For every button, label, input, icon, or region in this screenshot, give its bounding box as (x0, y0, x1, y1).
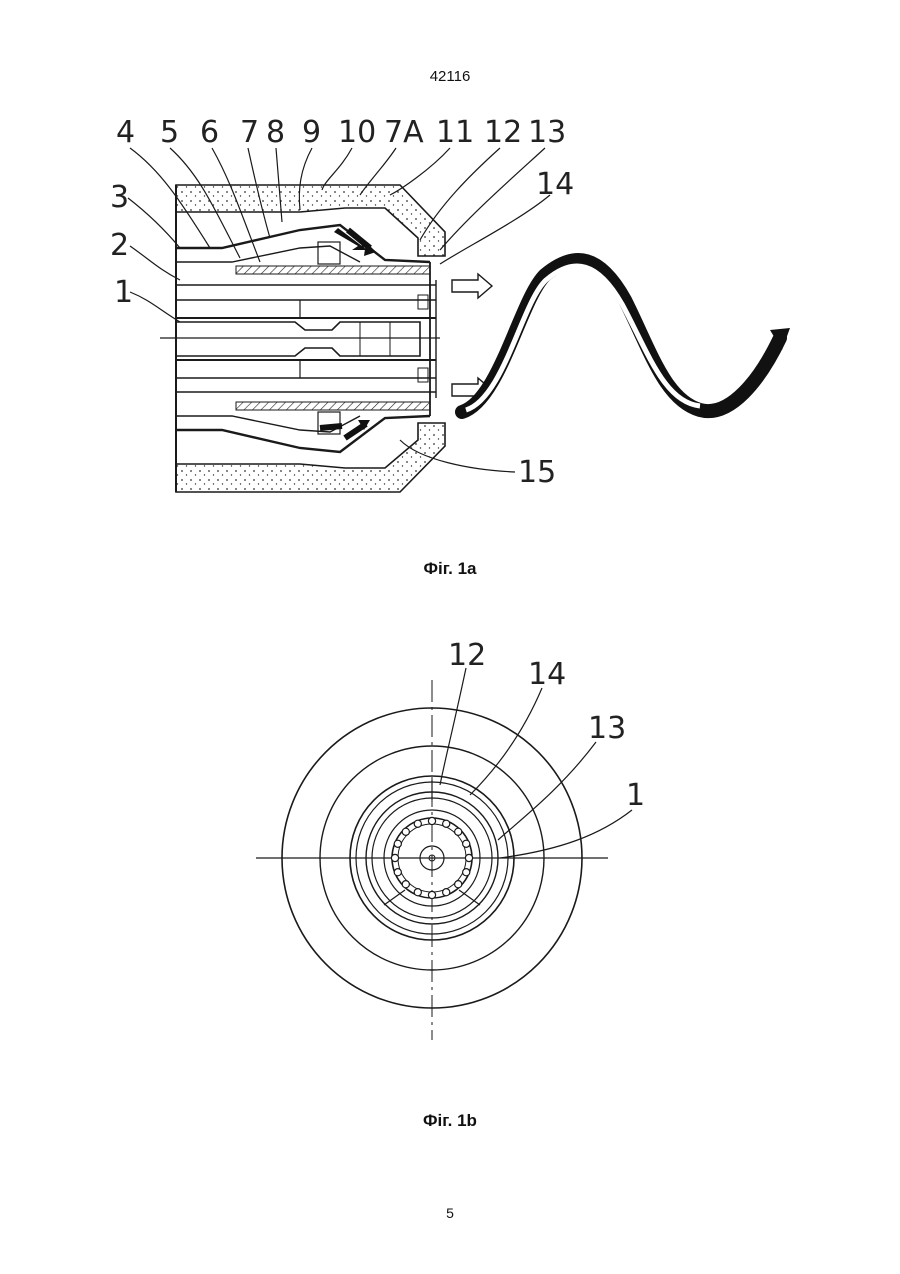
figure-1b-caption: Фіг. 1b (0, 1111, 900, 1131)
callout-3: 3 (110, 180, 129, 215)
nozzle-hole (414, 820, 421, 827)
callout-1: 1 (114, 275, 133, 310)
nozzle-hole (463, 840, 470, 847)
refractory-top (176, 185, 445, 256)
nozzle-hole (402, 828, 409, 835)
callout-2: 2 (110, 228, 129, 263)
callout-12: 12 (484, 115, 522, 150)
callout-1b-13: 13 (588, 711, 626, 746)
nozzle-hole (463, 869, 470, 876)
nozzle-hole (394, 869, 401, 876)
figure-1a-caption: Фіг. 1a (0, 559, 900, 579)
nozzle-hole (455, 828, 462, 835)
nozzle-hole (465, 854, 472, 861)
callout-6: 6 (200, 115, 219, 150)
callout-1b-1: 1 (626, 778, 645, 813)
callout-9: 9 (302, 115, 321, 150)
callout-7: 7 (240, 115, 259, 150)
refractory-bottom (176, 423, 445, 492)
nozzle-hole (443, 889, 450, 896)
callout-15: 15 (518, 455, 556, 490)
callout-1b-14: 14 (528, 657, 566, 692)
nozzle-hole (402, 881, 409, 888)
nozzle-hole (455, 881, 462, 888)
callout-13: 13 (528, 115, 566, 150)
nozzle-hole (391, 854, 398, 861)
callout-10: 10 (338, 115, 376, 150)
nozzle-hole (428, 817, 435, 824)
page-number: 5 (0, 1205, 900, 1221)
figure-1a-drawing: 4 5 6 7 8 9 10 7A 11 12 13 14 3 2 1 15 (0, 0, 900, 560)
callout-4: 4 (116, 115, 135, 150)
nozzle-hole (394, 840, 401, 847)
callout-1b-12: 12 (448, 638, 486, 673)
nozzle-hole (428, 891, 435, 898)
callout-5: 5 (160, 115, 179, 150)
nozzle-hole (443, 820, 450, 827)
callout-8: 8 (266, 115, 285, 150)
callout-7a: 7A (384, 115, 424, 150)
callout-11: 11 (436, 115, 474, 150)
nozzle-hole (414, 889, 421, 896)
callout-14: 14 (536, 167, 574, 202)
